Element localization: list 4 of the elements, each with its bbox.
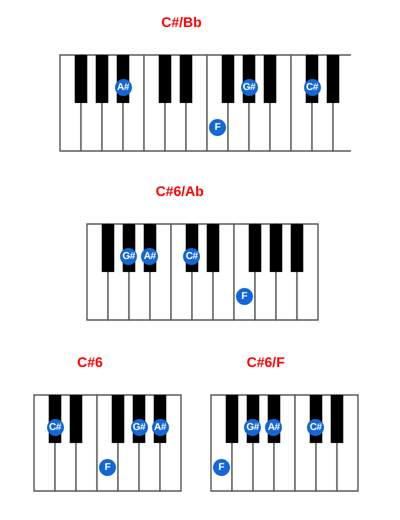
chord-name: C#6/Ab (156, 183, 204, 199)
chord-name: C#6/F (246, 354, 285, 370)
chord-name: C#/Bb (161, 14, 202, 30)
chord-name: C#6 (77, 354, 103, 370)
